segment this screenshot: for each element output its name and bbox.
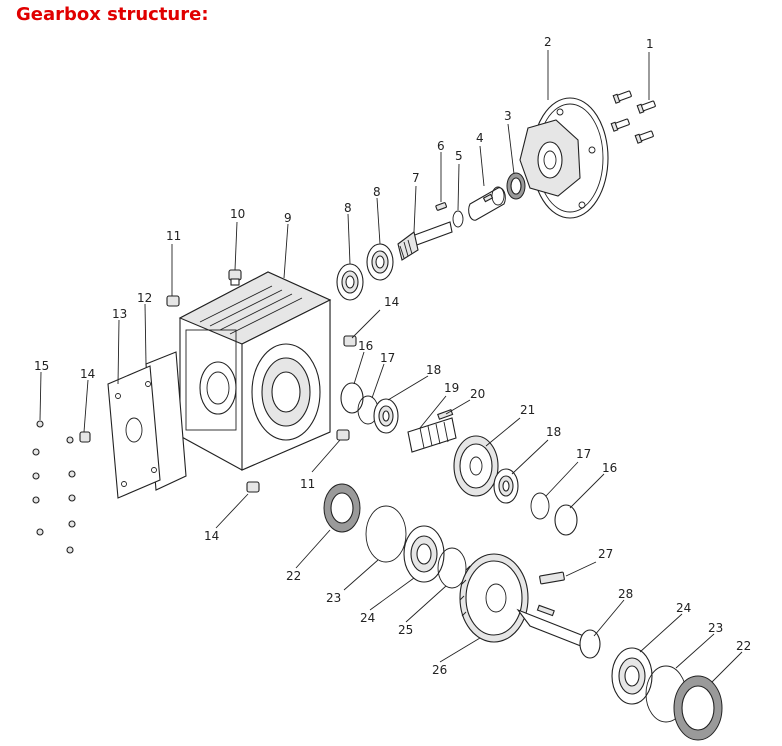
leader-lines bbox=[39, 50, 743, 683]
sleeve bbox=[468, 186, 506, 221]
output-seal-right bbox=[673, 675, 723, 741]
gearbox-housing bbox=[178, 271, 332, 471]
callout-22b: 22 bbox=[736, 639, 751, 653]
callout-7: 7 bbox=[412, 171, 420, 185]
end-cap-lower bbox=[554, 504, 578, 536]
drain-plugs bbox=[79, 335, 357, 493]
callout-20: 20 bbox=[470, 387, 485, 401]
callout-12: 12 bbox=[137, 291, 152, 305]
callout-17a: 17 bbox=[380, 351, 395, 365]
cover-screws bbox=[32, 420, 76, 554]
output-key bbox=[539, 571, 565, 585]
oil-plugs bbox=[166, 295, 350, 441]
callout-labels: 1 2 3 4 5 6 7 8 8 9 10 11 11 12 13 14 14… bbox=[34, 35, 751, 677]
bearing-upper bbox=[373, 398, 399, 434]
output-gear bbox=[459, 553, 529, 643]
circlip-lower bbox=[530, 492, 550, 520]
callout-14b: 14 bbox=[384, 295, 399, 309]
output-bearing-left bbox=[403, 525, 445, 583]
callout-25: 25 bbox=[398, 623, 413, 637]
callout-4: 4 bbox=[476, 131, 484, 145]
callout-3: 3 bbox=[504, 109, 512, 123]
output-seal-left bbox=[323, 483, 361, 533]
output-bearing-right bbox=[611, 647, 653, 705]
callout-15: 15 bbox=[34, 359, 49, 373]
callout-17b: 17 bbox=[576, 447, 591, 461]
callout-8b: 8 bbox=[373, 185, 381, 199]
callout-28: 28 bbox=[618, 587, 633, 601]
callout-27: 27 bbox=[598, 547, 613, 561]
callout-21: 21 bbox=[520, 403, 535, 417]
callout-5: 5 bbox=[455, 149, 463, 163]
callout-18a: 18 bbox=[426, 363, 441, 377]
page-title: Gearbox structure: bbox=[16, 4, 209, 25]
circlip-small bbox=[452, 210, 464, 228]
callout-23b: 23 bbox=[708, 621, 723, 635]
callout-14a: 14 bbox=[80, 367, 95, 381]
callout-14c: 14 bbox=[204, 529, 219, 543]
callout-23a: 23 bbox=[326, 591, 341, 605]
oil-seal bbox=[506, 172, 526, 200]
callout-24b: 24 bbox=[676, 601, 691, 615]
key-small bbox=[435, 202, 447, 211]
input-flange bbox=[519, 97, 609, 219]
callout-2: 2 bbox=[544, 35, 552, 49]
side-cover bbox=[107, 365, 161, 499]
intermediate-pinion bbox=[407, 417, 457, 453]
callout-16b: 16 bbox=[602, 461, 617, 475]
callout-11b: 11 bbox=[300, 477, 315, 491]
output-circlip-left bbox=[365, 505, 407, 563]
callout-11a: 11 bbox=[166, 229, 181, 243]
callout-19: 19 bbox=[444, 381, 459, 395]
callout-13: 13 bbox=[112, 307, 127, 321]
bearing-pair bbox=[336, 243, 394, 301]
callout-6: 6 bbox=[437, 139, 445, 153]
callout-1: 1 bbox=[646, 37, 654, 51]
callout-16a: 16 bbox=[358, 339, 373, 353]
callout-10: 10 bbox=[230, 207, 245, 221]
callout-22a: 22 bbox=[286, 569, 301, 583]
callout-24a: 24 bbox=[360, 611, 375, 625]
output-shaft bbox=[516, 604, 601, 659]
spacer-ring bbox=[437, 547, 467, 589]
flange-bolts bbox=[610, 90, 656, 144]
callout-8a: 8 bbox=[344, 201, 352, 215]
end-cap-upper bbox=[340, 382, 364, 414]
breather-plug bbox=[228, 269, 242, 286]
input-pinion-shaft bbox=[397, 221, 453, 261]
callout-26: 26 bbox=[432, 663, 447, 677]
intermediate-gear bbox=[453, 435, 499, 497]
bearing-lower bbox=[493, 468, 519, 504]
callout-9: 9 bbox=[284, 211, 292, 225]
callout-18b: 18 bbox=[546, 425, 561, 439]
